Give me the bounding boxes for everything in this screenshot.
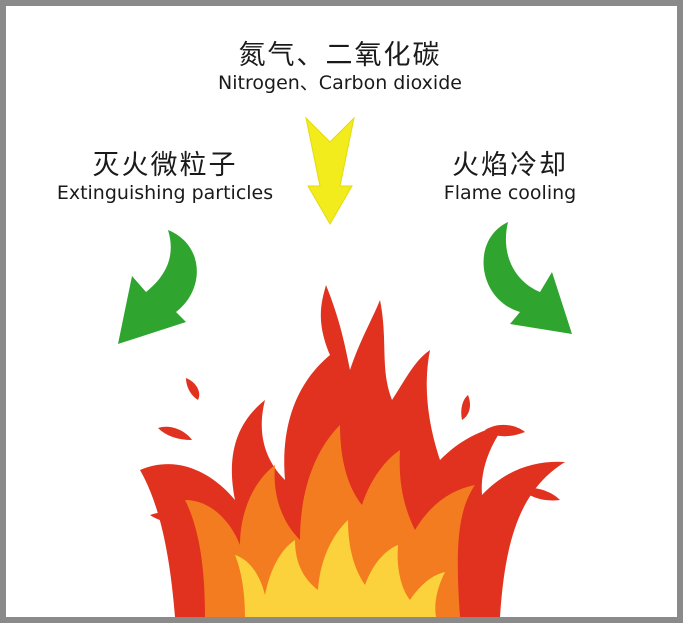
right-arrow-shape [483, 222, 572, 334]
flame-inner [235, 520, 445, 617]
flame-spark-left [158, 426, 192, 440]
flame-icon [140, 285, 565, 617]
label-nitrogen-co2: 氮气、二氧化碳 Nitrogen、Carbon dioxide [180, 40, 500, 94]
left-curved-arrow-icon [118, 230, 197, 344]
flame-middle [185, 425, 475, 617]
flame-spark-right [485, 424, 525, 437]
label-flame-cooling-en: Flame cooling [443, 182, 577, 204]
flame-spark-side-left [150, 512, 186, 523]
right-curved-arrow-icon [483, 222, 572, 334]
flame-spark-top [371, 372, 383, 406]
label-extinguishing-particles-en: Extinguishing particles [56, 182, 274, 204]
flame-spark-left-2 [186, 378, 200, 400]
label-flame-cooling: 火焰冷却 Flame cooling [420, 150, 600, 204]
label-nitrogen-co2-zh: 氮气、二氧化碳 [238, 40, 442, 71]
flame-spark-side-right [520, 487, 560, 501]
label-nitrogen-co2-en: Nitrogen、Carbon dioxide [218, 72, 462, 94]
flame-spark-right-2 [461, 395, 470, 420]
left-arrow-shape [118, 230, 197, 344]
label-flame-cooling-zh: 火焰冷却 [452, 150, 568, 181]
label-extinguishing-particles: 灭火微粒子 Extinguishing particles [40, 150, 290, 204]
label-extinguishing-particles-zh: 灭火微粒子 [92, 150, 238, 181]
top-arrow-shape [305, 116, 355, 225]
top-arrow-icon [305, 116, 355, 225]
